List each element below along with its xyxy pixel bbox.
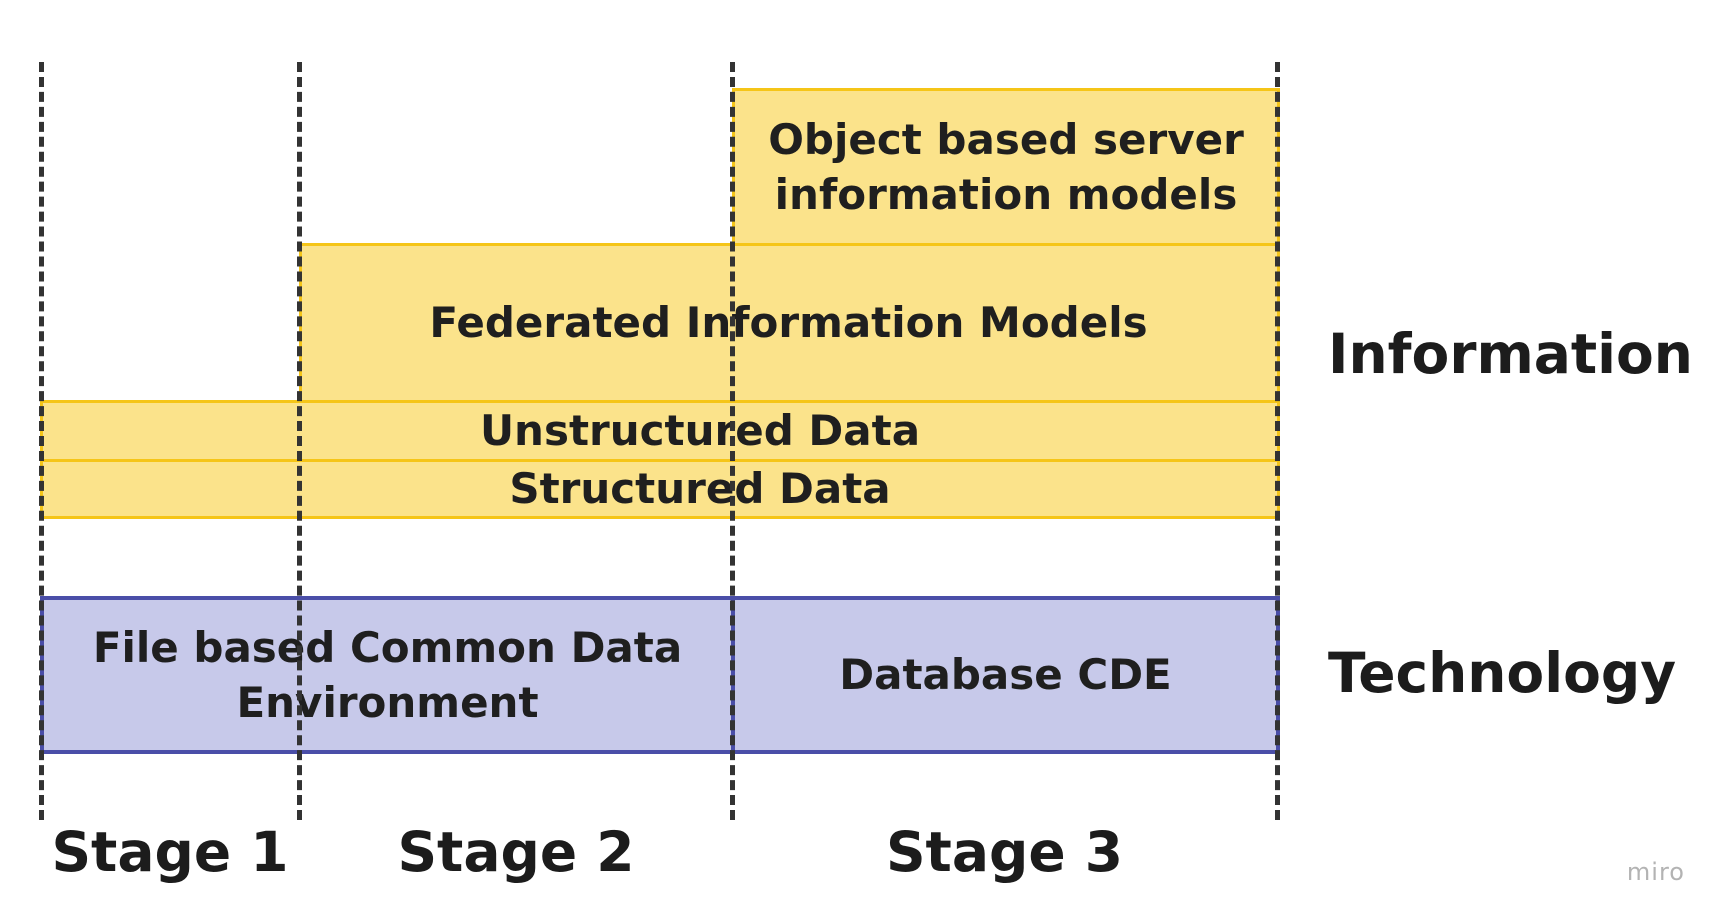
stage-divider-3 xyxy=(730,62,735,820)
miro-watermark: miro xyxy=(1626,858,1685,886)
file-based-cde-box: File based Common Data Environment xyxy=(40,596,735,754)
federated-models-box: Federated Information Models xyxy=(299,243,1280,403)
file-based-cde-label: File based Common Data Environment xyxy=(92,622,683,727)
database-cde-label: Database CDE xyxy=(839,650,1172,700)
object-models-box: Object based server information models xyxy=(732,88,1280,246)
stage-2-label: Stage 2 xyxy=(397,820,635,884)
stage-divider-1 xyxy=(39,62,44,820)
technology-row-label: Technology xyxy=(1328,641,1677,705)
stage-divider-2 xyxy=(297,62,302,820)
stage-divider-4 xyxy=(1275,62,1280,820)
stage-1-label: Stage 1 xyxy=(51,820,289,884)
database-cde-box: Database CDE xyxy=(731,596,1280,754)
structured-data-box: Structured Data xyxy=(40,459,1280,519)
unstructured-data-box: Unstructured Data xyxy=(40,400,1280,462)
unstructured-data-label: Unstructured Data xyxy=(479,406,921,456)
structured-data-label: Structured Data xyxy=(509,464,891,514)
federated-models-label: Federated Information Models xyxy=(429,298,1148,348)
information-row-label: Information xyxy=(1328,322,1693,386)
object-models-label: Object based server information models xyxy=(768,114,1244,219)
stage-3-label: Stage 3 xyxy=(885,820,1124,884)
